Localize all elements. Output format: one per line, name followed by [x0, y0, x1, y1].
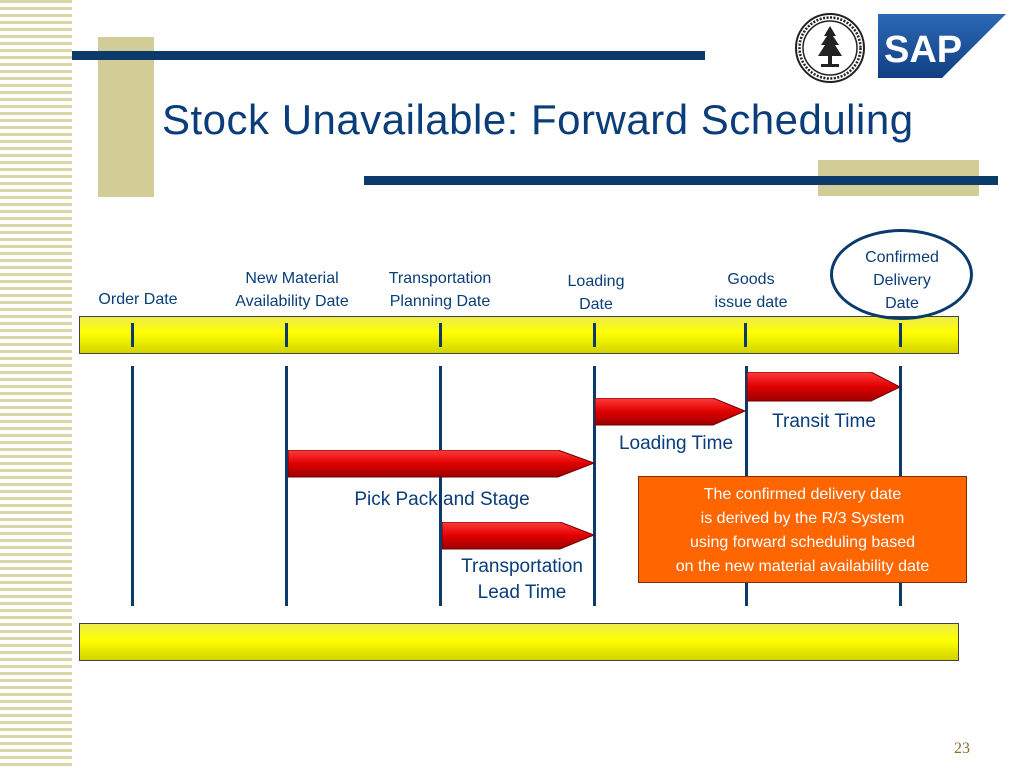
goods-issue-tick	[744, 323, 747, 347]
side-stripe-decoration	[0, 0, 72, 768]
title-rule-top	[72, 51, 705, 60]
milestone-timeline-bar	[79, 316, 959, 354]
transit-time-label: Transit Time	[772, 411, 876, 432]
transit-time-arrow	[747, 372, 902, 402]
material-availability-line	[285, 366, 288, 606]
title-accent-block-left	[98, 37, 154, 197]
transportation-planning-line	[439, 366, 442, 606]
pick-pack-stage-label: Pick Pack and Stage	[354, 489, 530, 510]
confirmed-delivery-highlight-circle	[830, 229, 973, 320]
bottom-timeline-bar	[79, 623, 959, 661]
slide-title: Stock Unavailable: Forward Scheduling	[162, 96, 914, 143]
forward-scheduling-note: The confirmed delivery date is derived b…	[638, 476, 967, 583]
title-rule-bottom	[364, 176, 998, 185]
transportation-planning-tick	[439, 323, 442, 347]
loading-date-tick	[593, 323, 596, 347]
loading-date-line	[593, 366, 596, 606]
order-date-line	[131, 366, 134, 606]
material-availability-tick	[285, 323, 288, 347]
confirmed-delivery-tick	[899, 323, 902, 347]
loading-time-arrow	[595, 398, 747, 426]
svg-text:SAP: SAP	[884, 29, 962, 71]
pick-pack-stage-arrow	[288, 450, 596, 478]
milestone-label-order-date: Order Date	[98, 291, 178, 308]
loading-time-label: Loading Time	[618, 433, 734, 454]
page-number: 23	[954, 740, 970, 757]
sap-logo: SAP	[878, 14, 1006, 78]
order-date-tick	[131, 323, 134, 347]
transportation-lead-time-arrow	[442, 522, 596, 550]
university-seal-icon	[795, 13, 865, 83]
